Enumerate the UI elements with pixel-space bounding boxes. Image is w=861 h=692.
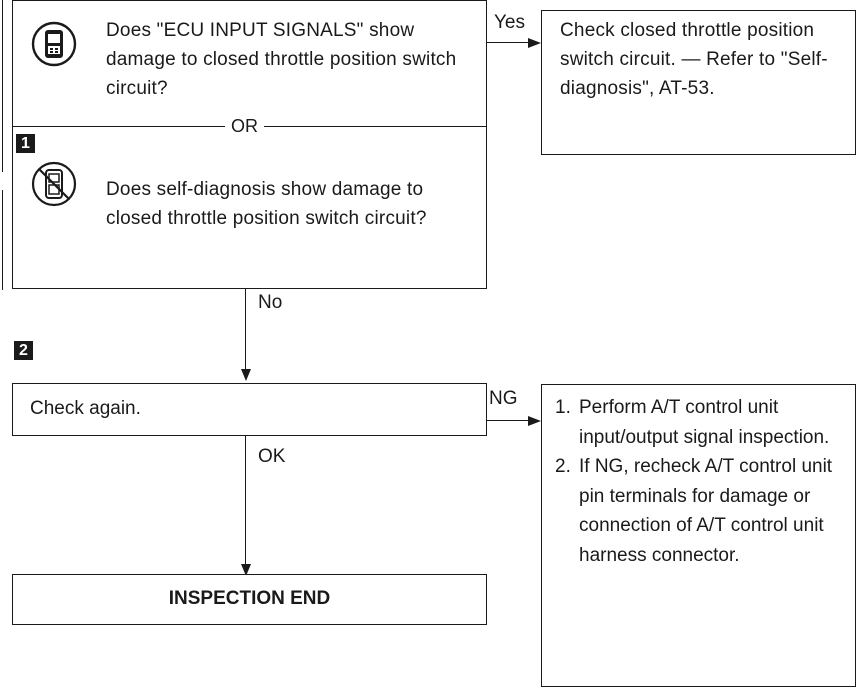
yes-result-box	[541, 10, 856, 155]
no-arrowhead	[241, 369, 251, 381]
ng-item-1-text: Perform A/T control unit input/output si…	[579, 397, 830, 448]
no-connector	[245, 289, 246, 371]
margin-line-top	[2, 0, 3, 172]
ng-arrowhead	[528, 416, 541, 426]
check-again-box	[12, 383, 487, 436]
inspection-end-box	[12, 574, 487, 625]
step-2-mark: 2	[14, 341, 33, 360]
yes-result-text: Check closed throttle position switch ci…	[560, 20, 828, 99]
ok-connector	[245, 436, 246, 566]
ng-item-1-number: 1.	[555, 397, 571, 418]
ok-label: OK	[258, 446, 286, 467]
ng-connector	[487, 420, 529, 421]
consult-tester-icon	[31, 21, 77, 67]
yes-arrowhead	[528, 38, 541, 48]
ng-item-1: 1. Perform A/T control unit input/output…	[555, 393, 851, 452]
ng-item-2-text: If NG, recheck A/T control unit pin term…	[579, 456, 833, 566]
step-1-mark: 1	[16, 134, 35, 153]
ng-label: NG	[489, 388, 518, 409]
no-label: No	[258, 292, 283, 313]
question-ecu: Does "ECU INPUT SIGNALS" show damage to …	[106, 20, 457, 99]
margin-line-bottom	[2, 190, 3, 290]
ng-item-2-number: 2.	[555, 456, 571, 477]
decision-box	[12, 0, 487, 289]
ng-item-2: 2. If NG, recheck A/T control unit pin t…	[555, 452, 851, 570]
ng-result-list: 1. Perform A/T control unit input/output…	[555, 393, 851, 570]
ng-result-box	[541, 384, 856, 687]
inspection-end-text: INSPECTION END	[168, 588, 331, 609]
or-label: OR	[225, 116, 264, 136]
check-again-text: Check again.	[30, 398, 141, 419]
ok-arrowhead	[241, 564, 251, 576]
yes-connector	[487, 42, 529, 43]
yes-label: Yes	[494, 12, 525, 33]
no-tester-icon	[31, 161, 77, 207]
question-self-diagnosis: Does self-diagnosis show damage to close…	[106, 179, 427, 229]
